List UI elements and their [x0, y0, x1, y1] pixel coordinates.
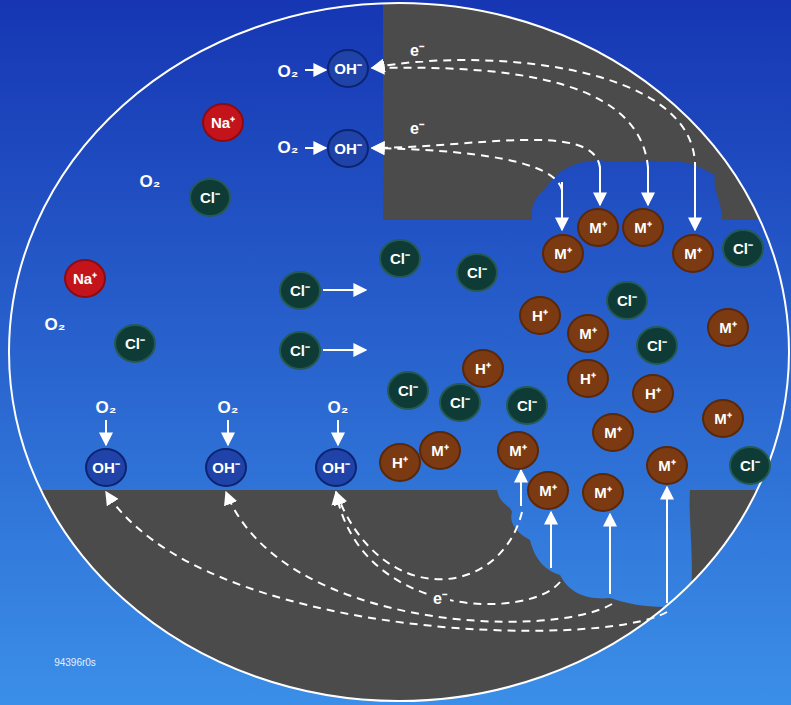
metal-bottom: [0, 490, 791, 705]
chloride-ion: Cl⁻: [506, 386, 548, 425]
hydroxide-ion: OH⁻: [85, 448, 127, 487]
ion-symbol: M⁺: [634, 217, 652, 237]
ion-symbol: Cl⁻: [125, 333, 145, 353]
ion-symbol: H⁺: [532, 305, 548, 325]
ion-symbol: Na⁺: [211, 112, 235, 132]
oxygen-label: O₂: [278, 62, 299, 82]
oxygen-label: O₂: [140, 172, 161, 192]
oxygen-label: O₂: [328, 398, 349, 418]
oxygen-label: O₂: [278, 138, 299, 158]
chloride-ion: Cl⁻: [636, 326, 678, 365]
chloride-ion: Cl⁻: [439, 383, 481, 422]
sodium-ion: Na⁺: [64, 259, 106, 298]
metal-ion: M⁺: [577, 208, 619, 247]
view-circle: [9, 3, 789, 701]
chloride-ion: Cl⁻: [189, 178, 231, 217]
ion-symbol: H⁺: [645, 383, 661, 403]
metal-ion: H⁺: [632, 374, 674, 413]
chloride-ion: Cl⁻: [722, 229, 764, 268]
metal-ion: H⁺: [519, 296, 561, 335]
metal-ion: M⁺: [567, 314, 609, 353]
metal-ion: M⁺: [582, 473, 624, 512]
chloride-ion: Cl⁻: [114, 324, 156, 363]
ion-symbol: M⁺: [539, 480, 557, 500]
chloride-ion: Cl⁻: [387, 371, 429, 410]
metal-ion: M⁺: [592, 413, 634, 452]
metal-top: [383, 0, 791, 220]
oxygen-label: O₂: [45, 315, 66, 335]
ion-symbol: OH⁻: [92, 457, 120, 477]
hydroxide-ion: OH⁻: [315, 448, 357, 487]
oxygen-label: O₂: [96, 398, 117, 418]
chloride-ion: Cl⁻: [279, 331, 321, 370]
ion-symbol: Cl⁻: [390, 248, 410, 268]
hydroxide-ion: OH⁻: [327, 129, 369, 168]
ion-symbol: Cl⁻: [290, 280, 310, 300]
ion-symbol: Cl⁻: [398, 380, 418, 400]
chloride-ion: Cl⁻: [279, 271, 321, 310]
metal-ion: H⁺: [567, 359, 609, 398]
ion-symbol: Cl⁻: [617, 290, 637, 310]
ion-symbol: Na⁺: [73, 268, 97, 288]
metal-ion: M⁺: [646, 446, 688, 485]
sodium-ion: Na⁺: [202, 103, 244, 142]
chloride-ion: Cl⁻: [456, 253, 498, 292]
ion-symbol: OH⁻: [322, 457, 350, 477]
electron-label: e⁻: [430, 587, 450, 609]
ion-symbol: Cl⁻: [740, 455, 760, 475]
ion-symbol: OH⁻: [334, 138, 362, 158]
chloride-ion: Cl⁻: [606, 281, 648, 320]
metal-ion: H⁺: [462, 349, 504, 388]
ion-symbol: M⁺: [714, 408, 732, 428]
ion-symbol: OH⁻: [334, 58, 362, 78]
ion-symbol: Cl⁻: [450, 392, 470, 412]
figure-code: 94396r0s: [54, 657, 96, 668]
ion-symbol: M⁺: [509, 440, 527, 460]
electron-paths: [106, 60, 695, 631]
ion-symbol: M⁺: [579, 323, 597, 343]
chloride-ion: Cl⁻: [729, 446, 771, 485]
ion-symbol: Cl⁻: [290, 340, 310, 360]
ion-symbol: H⁺: [580, 368, 596, 388]
electron-label: e⁻: [407, 117, 427, 139]
metal-ion: M⁺: [707, 308, 749, 347]
ion-symbol: Cl⁻: [647, 335, 667, 355]
metal-ion: M⁺: [497, 431, 539, 470]
hydroxide-ion: OH⁻: [327, 49, 369, 88]
ion-symbol: M⁺: [684, 243, 702, 263]
ion-symbol: OH⁻: [212, 457, 240, 477]
ion-symbol: M⁺: [604, 422, 622, 442]
ion-symbol: M⁺: [589, 217, 607, 237]
ion-symbol: M⁺: [719, 317, 737, 337]
ion-symbol: M⁺: [594, 482, 612, 502]
metal-ion: M⁺: [527, 471, 569, 510]
ion-symbol: H⁺: [392, 452, 408, 472]
metal-ion: M⁺: [419, 431, 461, 470]
ion-symbol: M⁺: [658, 455, 676, 475]
ion-symbol: Cl⁻: [733, 238, 753, 258]
metal-ion: H⁺: [379, 443, 421, 482]
hydroxide-ion: OH⁻: [205, 448, 247, 487]
ion-symbol: Cl⁻: [200, 187, 220, 207]
electron-label: e⁻: [407, 39, 427, 61]
metal-ion: M⁺: [542, 234, 584, 273]
ion-symbol: M⁺: [554, 243, 572, 263]
ion-symbol: H⁺: [475, 358, 491, 378]
metal-ion: M⁺: [672, 234, 714, 273]
ion-symbol: Cl⁻: [517, 395, 537, 415]
metal-ion: M⁺: [702, 399, 744, 438]
oxygen-label: O₂: [218, 398, 239, 418]
ion-symbol: Cl⁻: [467, 262, 487, 282]
metal-ion: M⁺: [622, 208, 664, 247]
chloride-ion: Cl⁻: [379, 239, 421, 278]
reaction-arrows: [106, 70, 695, 603]
ion-symbol: M⁺: [431, 440, 449, 460]
